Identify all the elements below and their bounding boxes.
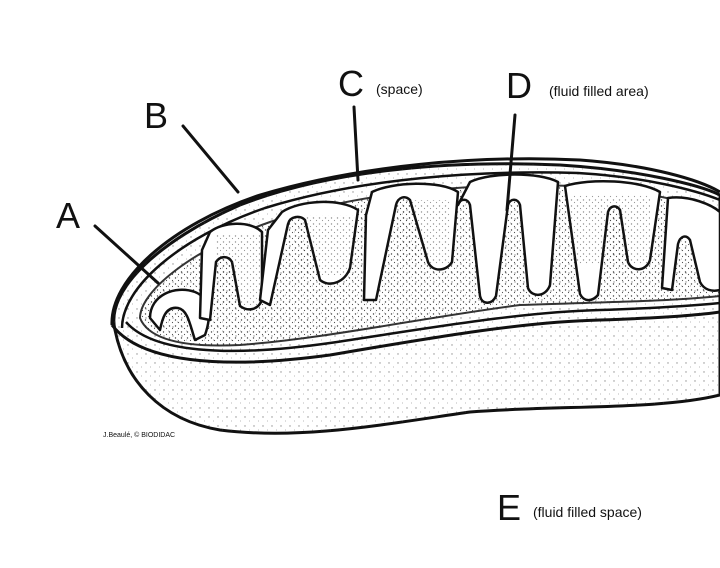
pointer-a — [93, 224, 160, 285]
membrane-rims — [110, 157, 720, 364]
pointer-b — [181, 124, 240, 194]
label-b-letter: B — [144, 95, 168, 136]
label-c-letter: C — [338, 63, 364, 104]
label-d-letter: D — [506, 65, 532, 106]
label-e-note: (fluid filled space) — [533, 504, 642, 520]
labels: A B C (space) D (fluid filled area) E (f… — [56, 63, 649, 528]
credit-line: J.Beaulé, © BIODIDAC — [103, 431, 175, 439]
label-c-note: (space) — [376, 81, 423, 97]
pointer-c — [352, 105, 360, 182]
label-d-note: (fluid filled area) — [549, 83, 649, 99]
pointer-d — [505, 113, 517, 212]
pointer-lines — [93, 105, 517, 285]
cristae-stipple — [215, 195, 650, 305]
label-e-letter: E — [497, 487, 521, 528]
label-a-letter: A — [56, 195, 80, 236]
